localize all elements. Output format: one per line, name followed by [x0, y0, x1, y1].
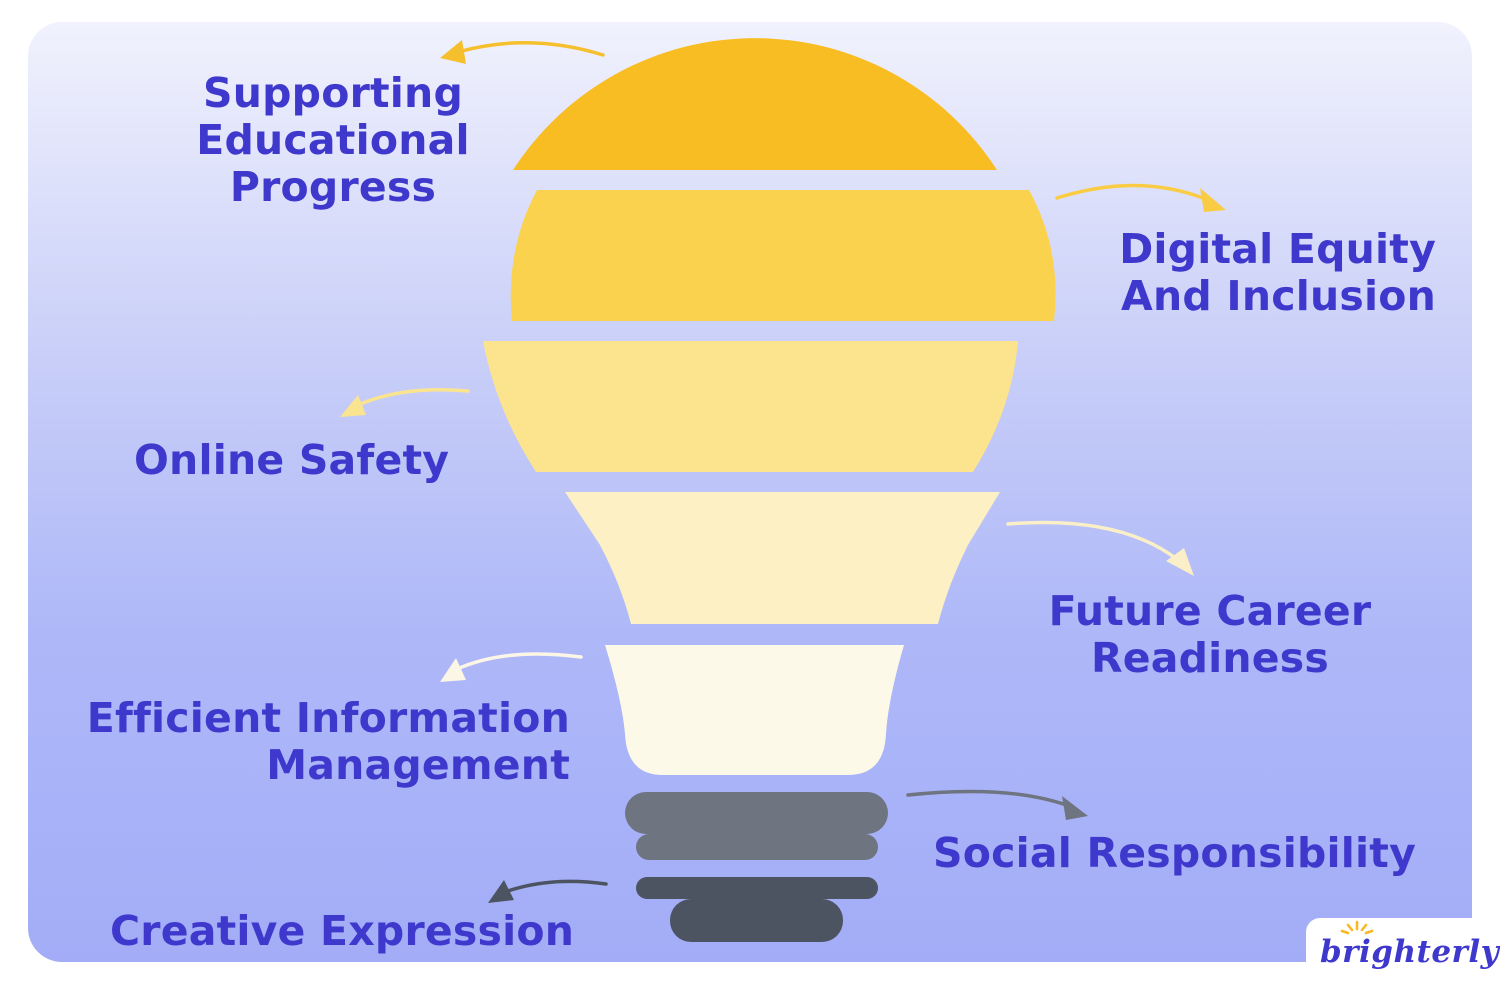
arrowhead-online-safety	[340, 395, 366, 417]
label-digital-equity-and-inclusion: Digital Equity And Inclusion	[1100, 226, 1436, 320]
label-line: Educational	[196, 116, 470, 164]
arrow-supporting-educational-progress	[456, 40, 605, 57]
label-line: Progress	[229, 163, 437, 211]
brand-badge: brighterly	[1306, 918, 1499, 990]
arrowhead-supporting	[440, 40, 466, 64]
label-efficient-information-management: Efficient Information Management	[60, 695, 570, 789]
bulb-base-ring-2	[636, 834, 878, 860]
label-supporting-educational-progress: Supporting Educational Progress	[188, 70, 478, 211]
label-line: Creative Expression	[110, 907, 575, 955]
bulb-segment-5	[605, 645, 904, 775]
label-line: Future Career	[1048, 587, 1372, 635]
arrow-online-safety	[352, 387, 470, 409]
label-line: Supporting	[203, 69, 463, 117]
brand-logo-text: brighterly	[1320, 934, 1500, 970]
arrow-creative-expression	[503, 879, 608, 894]
arrowhead-digital-equity	[1200, 188, 1226, 212]
arrow-social-responsibility	[906, 789, 1074, 809]
arrow-future-career	[1006, 520, 1180, 562]
bulb-segment-2	[510, 190, 1056, 321]
label-future-career-readiness: Future Career Readiness	[1040, 588, 1380, 682]
label-line: Readiness	[1090, 634, 1330, 682]
arrowhead-creative-expression	[488, 880, 514, 903]
bulb-segment-3	[483, 341, 1018, 472]
label-social-responsibility: Social Responsibility	[933, 830, 1416, 877]
bulb-base-ring-1	[625, 792, 888, 834]
bulb-base-ring-3	[636, 877, 878, 899]
label-line: Digital Equity	[1119, 225, 1436, 273]
bulb-base-tip	[670, 899, 843, 942]
label-online-safety: Online Safety	[134, 437, 449, 484]
label-line: Social Responsibility	[933, 829, 1417, 877]
label-line: Online Safety	[134, 436, 450, 484]
arrow-efficient-information	[453, 652, 583, 672]
sun-logo-icon	[1340, 920, 1374, 935]
label-line: Management	[266, 741, 570, 789]
bulb-segment-4	[565, 492, 1000, 624]
label-line: Efficient Information	[86, 694, 570, 742]
arrow-digital-equity	[1055, 183, 1210, 202]
arrowhead-efficient-information	[440, 658, 466, 682]
label-line: And Inclusion	[1121, 272, 1436, 320]
bulb-segment-top	[513, 38, 997, 170]
label-creative-expression: Creative Expression	[110, 908, 574, 955]
arrowhead-future-career	[1166, 548, 1194, 576]
arrowhead-social-responsibility	[1062, 796, 1088, 820]
